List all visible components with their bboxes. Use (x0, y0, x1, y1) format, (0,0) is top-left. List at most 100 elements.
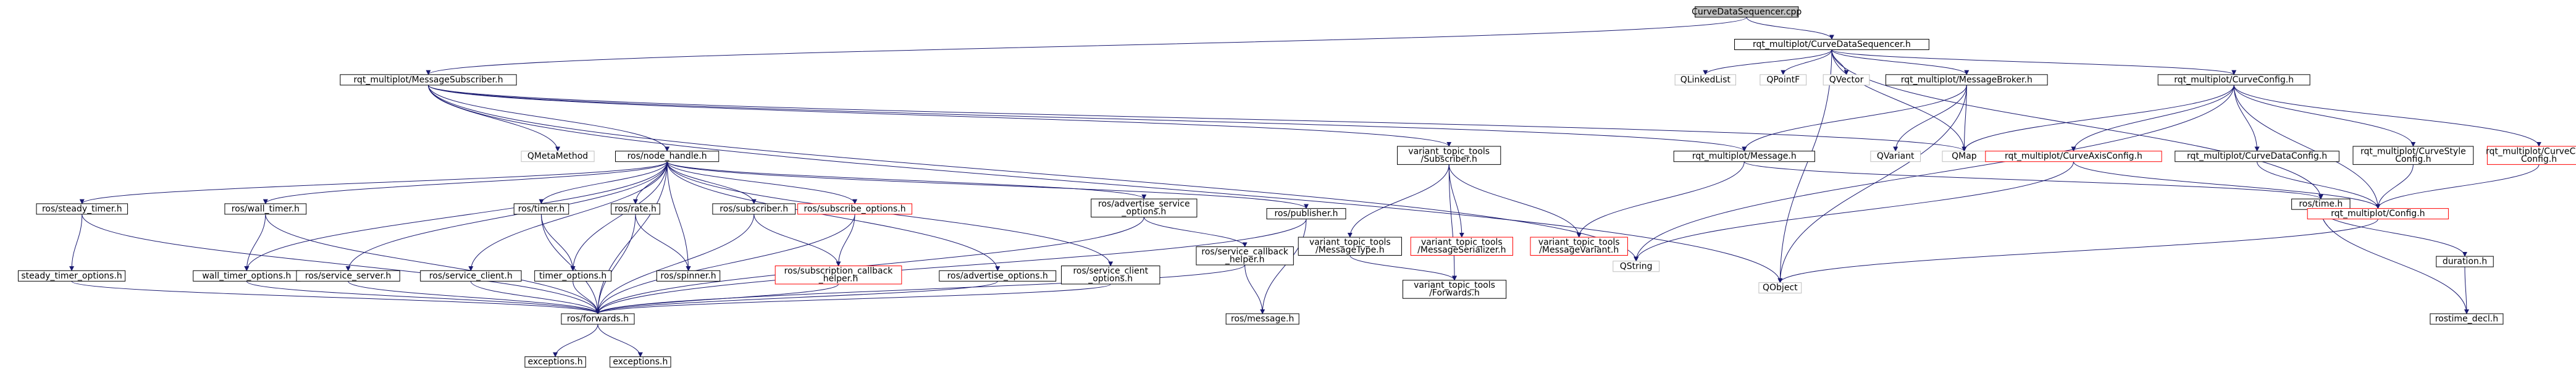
edge-seqh-to-curvecfg (1831, 49, 2236, 75)
node-srvserver[interactable]: ros/service_server.h (296, 270, 400, 282)
node-label: ros/node_handle.h (627, 151, 707, 161)
node-label: ros/subscribe_options.h (804, 204, 906, 214)
node-walltimer[interactable]: ros/wall_timer.h (224, 203, 307, 215)
node-curvecfg[interactable]: rqt_multiplot/CurveConfig.h (2157, 74, 2310, 86)
edge-seqh-to-msgbroker (1831, 49, 1970, 75)
node-qlinkedlist: QLinkedList (1674, 74, 1737, 86)
node-duration[interactable]: duration.h (2436, 256, 2494, 267)
edge-walltimer-to-forwards (265, 214, 600, 314)
node-cfg[interactable]: rqt_multiplot/Config.h (2307, 208, 2449, 220)
node-label: exceptions.h (613, 357, 668, 367)
node-label: ros/spinner.h (660, 271, 716, 281)
node-steadyopts[interactable]: steady_timer_options.h (18, 270, 126, 282)
node-box (1402, 280, 1507, 299)
node-qvector: QVector (1823, 74, 1870, 86)
node-label: _options.h (1088, 274, 1133, 284)
node-seqh[interactable]: rqt_multiplot/CurveDataSequencer.h (1734, 38, 1929, 51)
node-label: _helper.h (818, 274, 858, 284)
node-vtt_fwd[interactable]: variant_topic_tools/Forwards.h (1402, 280, 1507, 299)
node-exceptions2[interactable]: exceptions.h (610, 356, 671, 368)
node-subopts[interactable]: ros/subscribe_options.h (797, 203, 913, 215)
node-label: Config.h (2395, 154, 2431, 164)
edge-axiscfg-to-cfg (2073, 161, 2381, 209)
node-label: rqt_multiplot/CurveAxisConfig.h (2005, 151, 2142, 161)
node-label: rqt_multiplot/Message.h (1692, 151, 1797, 161)
node-box (2436, 256, 2494, 267)
node-box (1760, 74, 1807, 86)
node-label: ros/wall_timer.h (232, 204, 300, 214)
node-box (797, 203, 913, 215)
node-message[interactable]: rqt_multiplot/Message.h (1673, 151, 1815, 162)
edge-seqh-to-qvector (1831, 49, 1849, 75)
node-box (18, 270, 126, 282)
edge-curvecfg-to-stylecfg (2233, 85, 2416, 147)
node-box (1613, 261, 1660, 272)
node-label: rqt_multiplot/Config.h (2331, 209, 2425, 219)
node-label: QLinkedList (1680, 75, 1731, 85)
node-subscriberh[interactable]: ros/subscriber.h (712, 203, 796, 215)
node-srvcb[interactable]: ros/service_callback_helper.h (1196, 246, 1294, 266)
node-timerh[interactable]: ros/timer.h (513, 203, 569, 215)
edge-nodehandle-to-spinner (666, 161, 691, 272)
edge-rtime-to-rostimedecl (2320, 209, 2469, 314)
node-box (1870, 151, 1921, 162)
node-label: variant_topic_tools (1408, 146, 1490, 156)
node-label: ros/service_client.h (429, 271, 513, 281)
node-vtt_sub[interactable]: variant_topic_tools/Subscriber.h (1397, 146, 1501, 165)
node-label: ros/steady_timer.h (42, 204, 122, 214)
node-label: ros/service_callback (1201, 247, 1288, 257)
node-datacfg[interactable]: rqt_multiplot/CurveDataConfig.h (2175, 151, 2339, 162)
node-rosmessage[interactable]: ros/message.h (1225, 313, 1299, 325)
node-vtt_msgtype[interactable]: variant_topic_tools/MessageType.h (1298, 237, 1402, 256)
node-box (1061, 266, 1160, 285)
node-vtt_msgser[interactable]: variant_topic_tools/MessageSerializer.h (1410, 237, 1513, 256)
edge-srvcb-to-forwards (595, 264, 1246, 314)
edge-msgbroker-to-message (1742, 85, 1967, 152)
node-exceptions1[interactable]: exceptions.h (524, 356, 586, 368)
node-label: exceptions.h (528, 357, 583, 367)
node-timeropts[interactable]: timer_options.h (534, 270, 612, 282)
node-box (1758, 282, 1802, 294)
edge-rateh-to-forwards (595, 214, 636, 314)
node-box (2307, 208, 2449, 220)
edge-msgsub-to-nodehandle (428, 85, 670, 152)
node-walltimeropts[interactable]: wall_timer_options.h (193, 270, 301, 282)
node-root: CurveDataSequencer.cpp (1692, 6, 1802, 18)
node-box (656, 270, 721, 282)
node-srvclient[interactable]: ros/service_client.h (420, 270, 522, 282)
node-subcb[interactable]: ros/subscription_callback_helper.h (774, 266, 902, 285)
node-vtt_msgvar[interactable]: variant_topic_tools/MessageVariant.h (1530, 237, 1628, 256)
node-label: ros/advertise_options.h (947, 271, 1048, 281)
node-msgbroker[interactable]: rqt_multiplot/MessageBroker.h (1885, 74, 2048, 86)
node-steadytimer[interactable]: ros/steady_timer.h (36, 203, 128, 215)
edge-msgsub-to-qmap (428, 85, 1967, 152)
node-label: rqt_multiplot/MessageBroker.h (1901, 75, 2033, 85)
node-box (524, 356, 586, 368)
node-box (1298, 237, 1402, 256)
node-box (1695, 6, 1799, 18)
edge-colorcfg-to-cfg (2375, 164, 2540, 209)
node-colorcfg[interactable]: rqt_multiplot/CurveColorConfig.h (2486, 146, 2576, 165)
node-axiscfg[interactable]: rqt_multiplot/CurveAxisConfig.h (1985, 151, 2162, 162)
node-srvclientopts[interactable]: ros/service_client_options.h (1061, 266, 1160, 285)
node-box (513, 203, 569, 215)
node-box (36, 203, 128, 215)
node-rateh[interactable]: ros/rate.h (611, 203, 660, 215)
node-spinner[interactable]: ros/spinner.h (656, 270, 721, 282)
edge-nodehandle-to-forwards (595, 161, 668, 314)
node-rostimedecl[interactable]: rostime_decl.h (2430, 313, 2504, 325)
node-advopts[interactable]: ros/advertise_options.h (939, 270, 1057, 282)
edge-curvecfg-to-axiscfg (2071, 85, 2234, 152)
node-label: /Forwards.h (1429, 288, 1480, 298)
node-rtime[interactable]: ros/time.h (2291, 198, 2351, 210)
node-nodehandle[interactable]: ros/node_handle.h (615, 151, 720, 162)
node-msgsub[interactable]: rqt_multiplot/MessageSubscriber.h (340, 74, 517, 86)
edge-walltimer-to-walltimeropts (244, 214, 266, 272)
edge-curvecfg-to-cfg (2233, 85, 2381, 209)
node-label: rqt_multiplot/CurveStyle (2360, 146, 2466, 156)
node-forwards[interactable]: ros/forwards.h (561, 313, 635, 325)
node-publisherh[interactable]: ros/publisher.h (1266, 208, 1346, 220)
node-advsrvopts[interactable]: ros/advertise_service_options.h (1091, 198, 1198, 218)
edge-forwards-to-exceptions2 (597, 324, 643, 358)
